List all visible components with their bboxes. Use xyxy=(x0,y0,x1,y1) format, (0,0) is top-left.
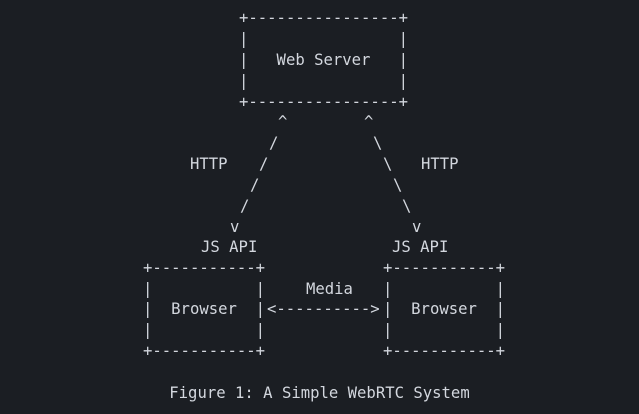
web-server-box-top-border: +----------------+ xyxy=(239,9,408,27)
right-js-api-label: JS API xyxy=(392,238,449,256)
media-label: Media xyxy=(306,280,353,298)
right-browser-box-side-border: | | xyxy=(383,321,506,339)
web-server-label: | Web Server | xyxy=(239,51,408,69)
left-arrow-up: ^ xyxy=(278,113,288,131)
right-browser-box-top-border: +-----------+ xyxy=(383,259,506,277)
left-http-label: HTTP xyxy=(190,155,228,173)
left-browser-box-top-border: +-----------+ xyxy=(143,259,266,277)
web-server-box-bottom-border: +----------------+ xyxy=(239,93,408,111)
right-link-segment: \ xyxy=(373,134,383,152)
right-http-label: HTTP xyxy=(421,155,459,173)
media-bidirectional-arrow: <----------> xyxy=(267,300,380,318)
left-arrow-down: v xyxy=(230,218,240,236)
left-js-api-label: JS API xyxy=(201,238,258,256)
right-arrow-up: ^ xyxy=(364,113,374,131)
right-browser-box-bottom-border: +-----------+ xyxy=(383,342,506,360)
web-server-box-side-border: | | xyxy=(239,72,408,90)
right-link-segment: \ xyxy=(393,176,403,194)
left-link-segment: / xyxy=(269,134,279,152)
left-browser-box-side-border: | | xyxy=(143,321,266,339)
figure-caption: Figure 1: A Simple WebRTC System xyxy=(169,384,470,402)
right-link-segment: \ xyxy=(383,155,393,173)
right-arrow-down: v xyxy=(412,218,422,236)
web-server-box-side-border: | | xyxy=(239,30,408,48)
left-link-segment: / xyxy=(259,155,269,173)
right-browser-box-side-border: | | xyxy=(383,280,506,298)
left-link-segment: / xyxy=(250,176,260,194)
left-browser-label: | Browser | xyxy=(143,300,266,318)
left-browser-box-side-border: | | xyxy=(143,280,266,298)
right-link-segment: \ xyxy=(402,197,412,215)
left-link-segment: / xyxy=(240,197,250,215)
right-browser-label: | Browser | xyxy=(383,300,506,318)
left-browser-box-bottom-border: +-----------+ xyxy=(143,342,266,360)
